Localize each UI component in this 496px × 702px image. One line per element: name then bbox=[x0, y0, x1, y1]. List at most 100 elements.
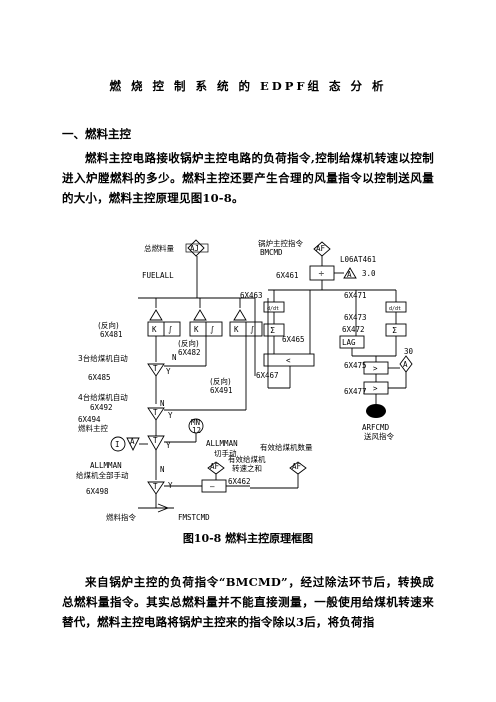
svg-text:N: N bbox=[160, 399, 165, 408]
svg-text:6X472: 6X472 bbox=[342, 325, 365, 334]
svg-text:ARFCMD: ARFCMD bbox=[362, 423, 390, 432]
svg-text:12: 12 bbox=[192, 426, 201, 435]
svg-text:6X477: 6X477 bbox=[344, 387, 367, 396]
svg-text:4台给煤机自动: 4台给煤机自动 bbox=[78, 392, 128, 402]
svg-text:∫: ∫ bbox=[250, 325, 254, 334]
svg-text:6X461: 6X461 bbox=[276, 271, 299, 280]
page-title: 燃 烧 控 制 系 统 的 EDPF组 态 分 析 bbox=[109, 79, 387, 93]
svg-text:d/dt: d/dt bbox=[267, 306, 279, 312]
svg-text:6X471: 6X471 bbox=[344, 291, 367, 300]
svg-text:∫: ∫ bbox=[210, 325, 214, 334]
fuel-master-diagram: 总燃料量 FUELALL AJ K ∫ K ∫ K ∫ (反向) 6X481 (… bbox=[76, 238, 414, 522]
svg-text:LAG: LAG bbox=[342, 338, 356, 347]
svg-text:3台给煤机自动: 3台给煤机自动 bbox=[78, 353, 128, 363]
svg-text:Y: Y bbox=[166, 367, 171, 376]
svg-text:T: T bbox=[153, 364, 158, 373]
svg-text:∫: ∫ bbox=[168, 325, 172, 334]
aj-node: AJ bbox=[185, 239, 209, 257]
af-node-1: AF bbox=[313, 241, 331, 257]
svg-text:切手动: 切手动 bbox=[214, 448, 237, 458]
svg-text:6X465: 6X465 bbox=[282, 335, 305, 344]
svg-text:T: T bbox=[153, 436, 158, 445]
svg-text:Y: Y bbox=[166, 441, 171, 450]
svg-text:A: A bbox=[130, 437, 135, 446]
section-heading: 一、燃料主控 bbox=[62, 127, 131, 141]
svg-text:6X491: 6X491 bbox=[210, 386, 233, 395]
t-switch-498: T bbox=[147, 481, 165, 495]
svg-text:>: > bbox=[373, 384, 378, 393]
svg-text:N: N bbox=[160, 465, 165, 474]
svg-text:Σ: Σ bbox=[270, 326, 275, 335]
a-const-30: A 3.0 bbox=[343, 267, 376, 279]
svg-text:AF: AF bbox=[292, 462, 302, 471]
paragraph-intro: 燃料主控电路接收锅炉主控电路的负荷指令,控制给煤机转速以控制进入炉膛燃料的多少。… bbox=[62, 151, 434, 205]
svg-text:Y: Y bbox=[168, 411, 173, 420]
svg-text:ALLMMAN: ALLMMAN bbox=[206, 439, 238, 448]
svg-text:BMCMD: BMCMD bbox=[260, 248, 283, 257]
svg-text:Σ: Σ bbox=[392, 326, 397, 335]
figure-caption: 图10-8 燃料主控原理框图 bbox=[182, 532, 314, 545]
svg-text:A: A bbox=[347, 270, 352, 279]
svg-text:AF: AF bbox=[316, 244, 326, 253]
svg-text:÷: ÷ bbox=[318, 269, 325, 278]
svg-text:FMSTCMD: FMSTCMD bbox=[178, 513, 210, 522]
svg-text:(反向): (反向) bbox=[210, 376, 231, 386]
svg-text:I: I bbox=[115, 440, 120, 449]
svg-text:6X475: 6X475 bbox=[344, 361, 367, 370]
t-switch-492: T bbox=[147, 407, 165, 421]
svg-text:6X492: 6X492 bbox=[90, 403, 113, 412]
manual-station: I A T bbox=[110, 435, 165, 452]
svg-text:d/dt: d/dt bbox=[389, 306, 401, 312]
svg-text:锅炉主控指令: 锅炉主控指令 bbox=[258, 238, 303, 248]
svg-text:<: < bbox=[286, 356, 291, 365]
svg-text:给煤机全部手动: 给煤机全部手动 bbox=[76, 470, 129, 480]
svg-text:N: N bbox=[172, 353, 177, 362]
svg-text:送风指令: 送风指令 bbox=[364, 431, 394, 441]
svg-text:30: 30 bbox=[404, 347, 414, 356]
svg-text:AF: AF bbox=[210, 462, 220, 471]
svg-text:T: T bbox=[153, 482, 158, 491]
svg-text:6X467: 6X467 bbox=[256, 371, 279, 380]
label-total-fuel: 总燃料量 bbox=[144, 243, 174, 253]
svg-text:L06AT461: L06AT461 bbox=[340, 255, 376, 264]
svg-text:6X473: 6X473 bbox=[344, 313, 367, 322]
af-node-2: AF bbox=[207, 461, 225, 475]
paragraph-body: 来自锅炉主控的负荷指令“BMCMD”，经过除法环节后，转换成总燃料量指令。其实总… bbox=[62, 575, 434, 629]
svg-text:6X462: 6X462 bbox=[228, 477, 251, 486]
svg-text:转速之和: 转速之和 bbox=[232, 463, 262, 473]
svg-text:6X463: 6X463 bbox=[240, 291, 263, 300]
svg-text:(反向): (反向) bbox=[98, 320, 119, 330]
a-const-30b: 30 A bbox=[399, 347, 414, 373]
svg-text:有效给煤机数量: 有效给煤机数量 bbox=[260, 442, 313, 452]
svg-text:6X481: 6X481 bbox=[100, 330, 123, 339]
svg-text:6X485: 6X485 bbox=[88, 373, 111, 382]
svg-text:K: K bbox=[194, 325, 199, 334]
pid-branch-1: K ∫ bbox=[147, 298, 181, 337]
pid-branch-2: K ∫ bbox=[189, 298, 223, 337]
mn-node: MN 12 bbox=[188, 418, 204, 435]
svg-text:A: A bbox=[403, 360, 408, 369]
svg-text:K: K bbox=[152, 325, 157, 334]
arfcmd-node bbox=[366, 404, 386, 418]
svg-text:(反向): (反向) bbox=[178, 338, 199, 348]
svg-text:—: — bbox=[210, 482, 215, 491]
svg-text:3.0: 3.0 bbox=[362, 269, 376, 278]
svg-text:燃料指令: 燃料指令 bbox=[106, 512, 136, 522]
label-fuelall: FUELALL bbox=[142, 271, 174, 280]
svg-text:6X494: 6X494 bbox=[78, 415, 101, 424]
pid-branch-3: K ∫ bbox=[229, 298, 263, 337]
t-switch-485: T bbox=[147, 363, 165, 377]
svg-text:K: K bbox=[234, 325, 239, 334]
svg-text:>: > bbox=[373, 364, 378, 373]
svg-text:6X498: 6X498 bbox=[86, 487, 109, 496]
svg-text:AJ: AJ bbox=[190, 244, 199, 253]
svg-text:T: T bbox=[153, 408, 158, 417]
svg-text:6X482: 6X482 bbox=[178, 348, 201, 357]
fuel-cmd-arrow bbox=[157, 503, 170, 513]
af-node-3: AF bbox=[289, 461, 307, 475]
svg-text:MN: MN bbox=[191, 418, 200, 427]
svg-text:Y: Y bbox=[168, 481, 173, 490]
svg-text:有效给煤机: 有效给煤机 bbox=[228, 454, 266, 464]
svg-text:燃料主控: 燃料主控 bbox=[78, 423, 108, 433]
svg-text:ALLMMAN: ALLMMAN bbox=[90, 461, 122, 470]
